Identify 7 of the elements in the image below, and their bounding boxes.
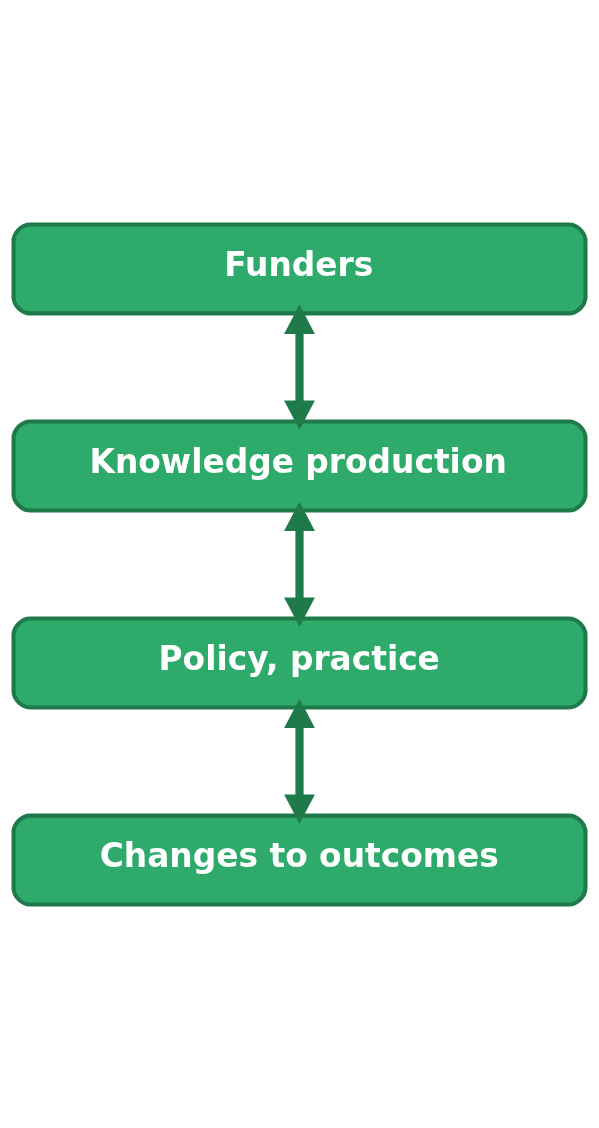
node-box: Policy, practice <box>11 616 588 710</box>
arrow <box>284 304 315 430</box>
arrow <box>284 501 315 627</box>
node-box: Changes to outcomes <box>11 813 588 907</box>
node-box: Funders <box>11 221 588 315</box>
node-box: Knowledge production <box>11 418 588 512</box>
arrow <box>284 698 315 824</box>
